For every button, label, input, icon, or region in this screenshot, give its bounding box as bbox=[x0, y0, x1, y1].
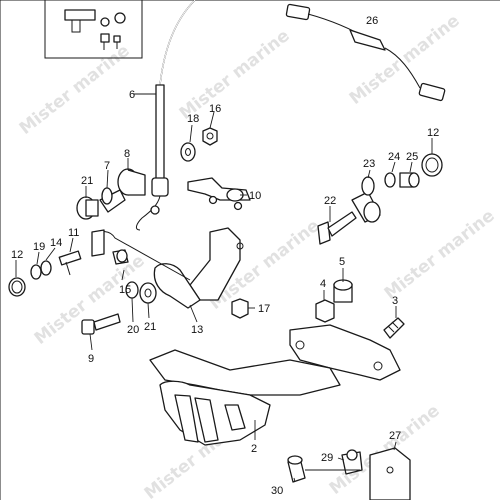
control-cable bbox=[135, 0, 196, 231]
callout-10: 10 bbox=[249, 190, 261, 202]
watermark-text: Mister marine bbox=[381, 206, 499, 304]
shift-lever-8 bbox=[99, 168, 146, 213]
callout-19: 19 bbox=[33, 241, 45, 253]
bolt-14 bbox=[58, 250, 82, 276]
leader-lines bbox=[15, 93, 433, 483]
callout-6: 6 bbox=[129, 89, 135, 101]
bracket-10 bbox=[187, 177, 251, 211]
callout-9: 9 bbox=[88, 353, 94, 365]
bolt-9 bbox=[81, 313, 121, 335]
callout-2: 2 bbox=[251, 443, 257, 455]
inset-detail-box bbox=[44, 0, 143, 59]
nut-17 bbox=[231, 298, 249, 319]
circlip-12-left bbox=[8, 277, 26, 297]
callout-26: 26 bbox=[366, 15, 378, 27]
nut-16 bbox=[202, 127, 218, 146]
callout-27: 27 bbox=[389, 430, 401, 442]
callout-12-left: 12 bbox=[11, 249, 23, 261]
nut-4 bbox=[315, 299, 335, 323]
callout-8: 8 bbox=[124, 148, 130, 160]
stud-3 bbox=[383, 317, 405, 339]
callout-12-right: 12 bbox=[427, 127, 439, 139]
callout-29: 29 bbox=[321, 452, 333, 464]
callout-24: 24 bbox=[388, 151, 400, 163]
washer-19b bbox=[40, 260, 52, 276]
callout-15: 15 bbox=[119, 284, 131, 296]
callout-11: 11 bbox=[68, 227, 79, 239]
watermark-text: Mister marine bbox=[176, 26, 294, 124]
washer-24 bbox=[384, 172, 396, 188]
watermark-text: Mister marine bbox=[16, 41, 134, 139]
washer-18 bbox=[180, 142, 196, 162]
collar-21 bbox=[76, 196, 99, 220]
callout-5: 5 bbox=[339, 256, 345, 268]
callout-25: 25 bbox=[406, 151, 418, 163]
callout-21-lower: 21 bbox=[144, 321, 156, 333]
callout-18: 18 bbox=[187, 113, 199, 125]
watermark-text: Mister marine bbox=[346, 11, 464, 109]
callout-16: 16 bbox=[209, 103, 221, 115]
collar-5 bbox=[333, 279, 353, 303]
circlip-12-right bbox=[421, 153, 443, 177]
bushing-15 bbox=[112, 249, 129, 265]
washer-19 bbox=[30, 264, 42, 280]
bushing-23 bbox=[351, 191, 381, 223]
harness-cable bbox=[285, 3, 446, 102]
callout-3: 3 bbox=[392, 295, 398, 307]
collar-25 bbox=[399, 172, 420, 188]
callout-17: 17 bbox=[258, 303, 270, 315]
callout-22: 22 bbox=[324, 195, 336, 207]
callout-13: 13 bbox=[191, 324, 203, 336]
callout-30: 30 bbox=[271, 485, 283, 497]
callout-23: 23 bbox=[363, 158, 375, 170]
lower-assembly bbox=[287, 447, 411, 500]
callout-14: 14 bbox=[50, 237, 62, 249]
bolt-22 bbox=[317, 211, 357, 245]
callout-21-upper: 21 bbox=[81, 175, 93, 187]
spacer-23b bbox=[361, 176, 375, 196]
callout-20: 20 bbox=[127, 324, 139, 336]
washer-21 bbox=[139, 282, 157, 304]
callout-4: 4 bbox=[320, 278, 326, 290]
callout-7: 7 bbox=[104, 160, 110, 172]
callout-labels: 6 16 18 8 7 21 10 26 12 23 24 25 22 11 1… bbox=[11, 15, 439, 497]
bracket-13 bbox=[91, 227, 244, 309]
spacer-7 bbox=[101, 187, 113, 205]
mounting-bracket-2 bbox=[149, 324, 401, 446]
